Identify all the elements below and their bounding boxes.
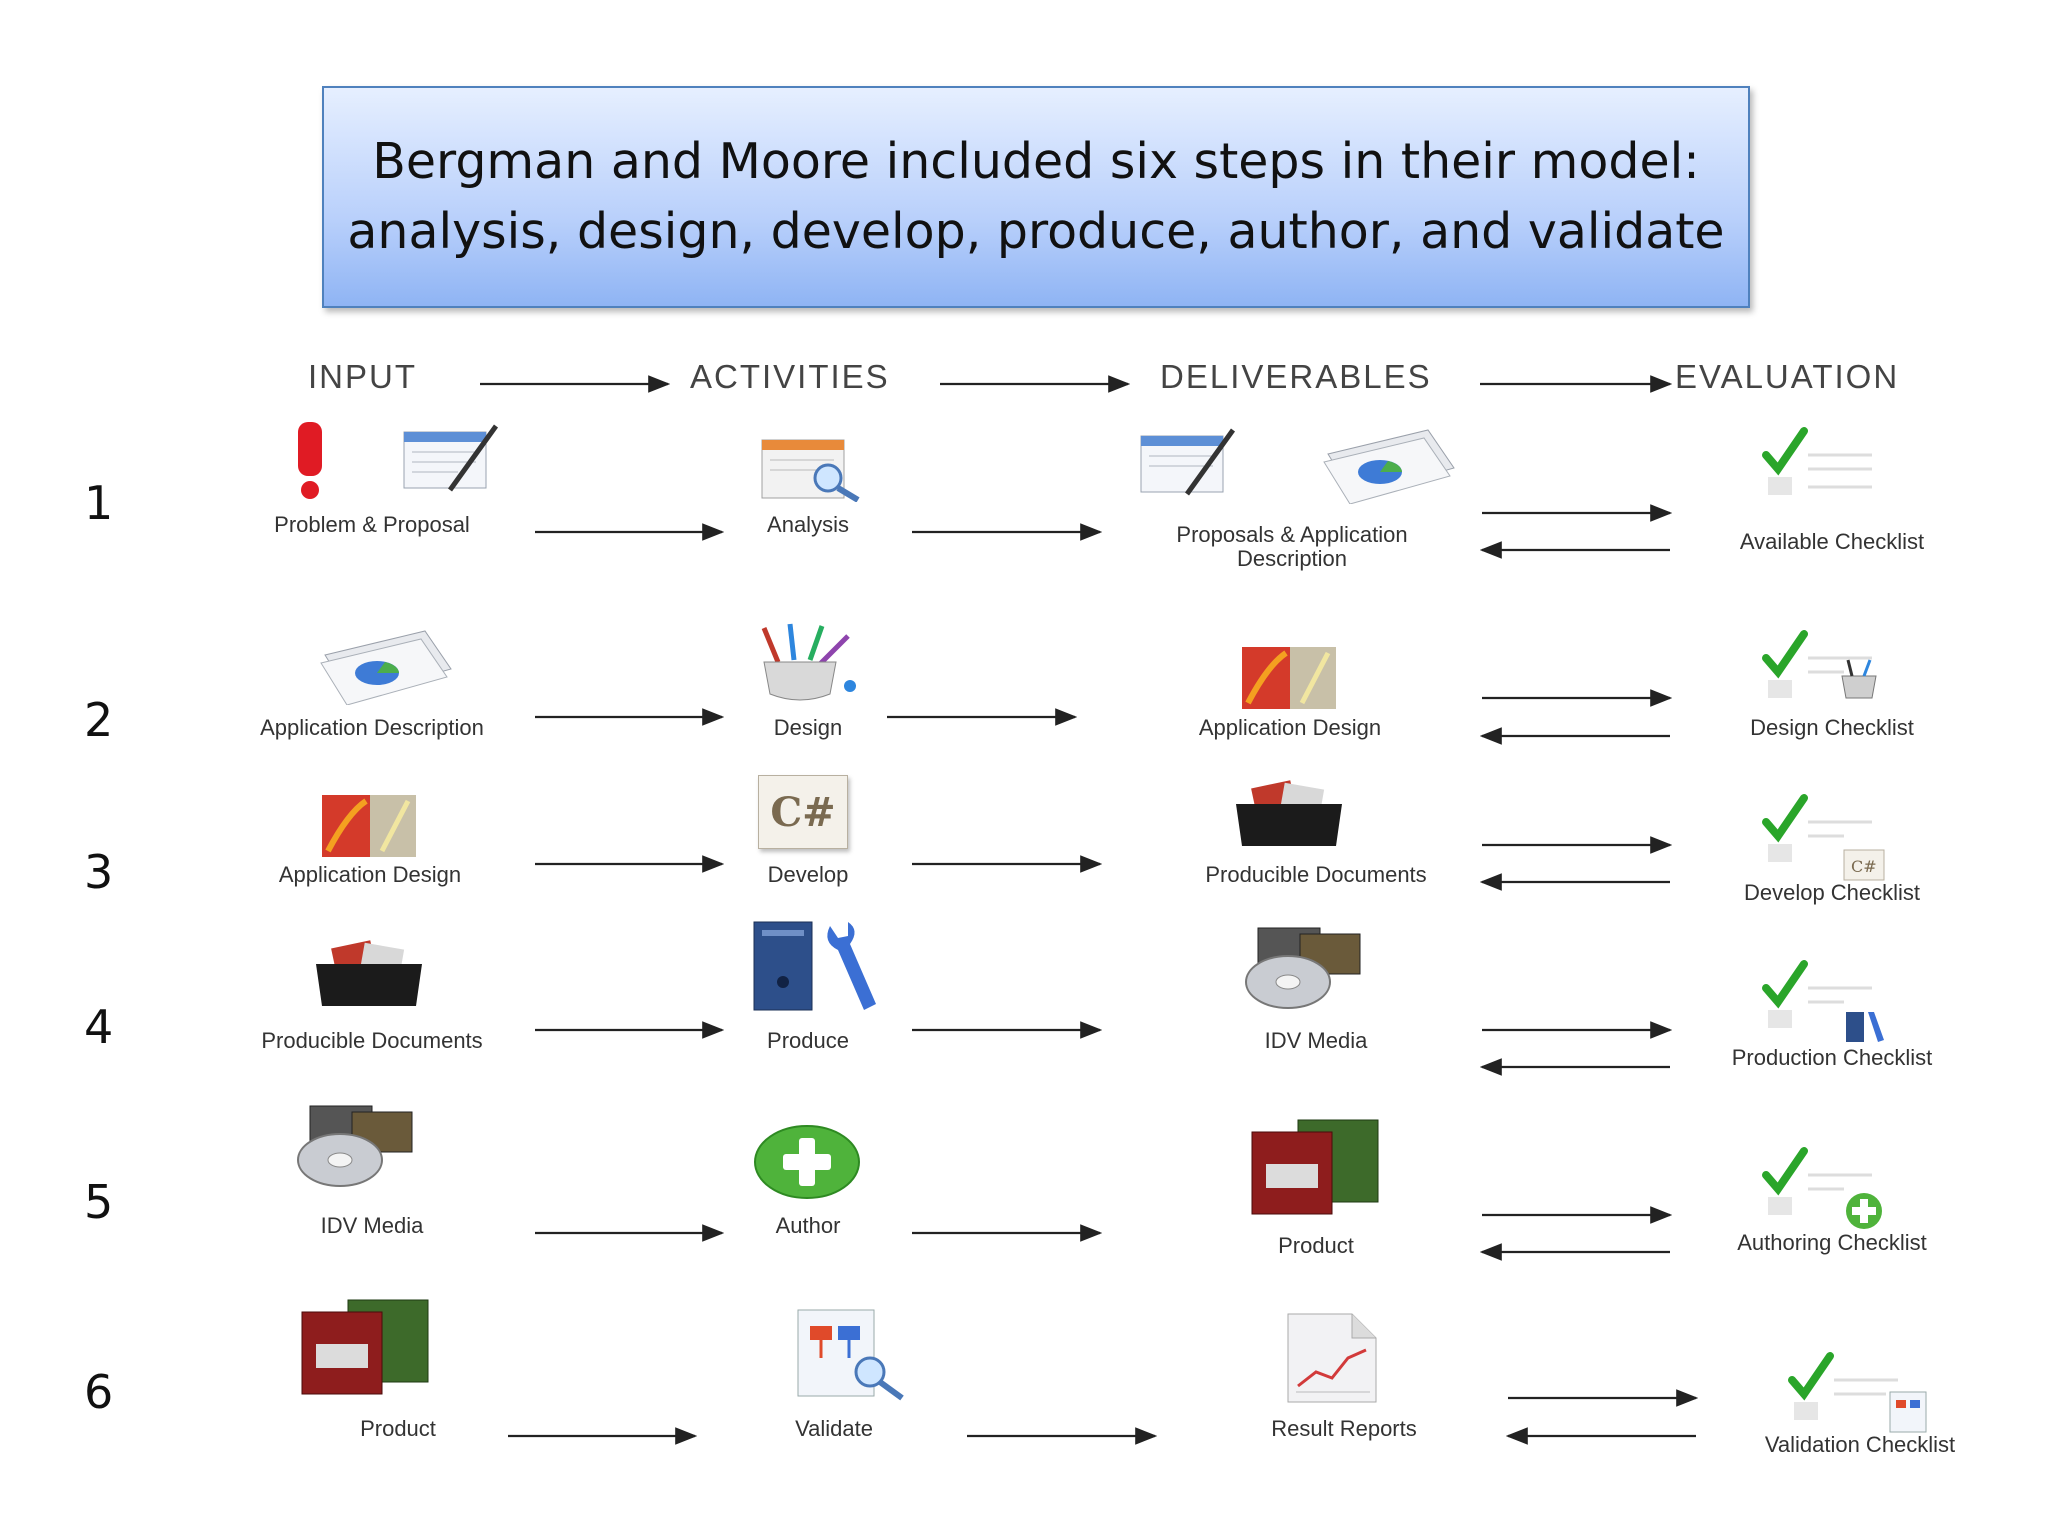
row6-evaluation-label: Validation Checklist	[1764, 1432, 1956, 1457]
row2-evaluation-label: Design Checklist	[1750, 715, 1914, 740]
row-number-5: 5	[84, 1175, 114, 1229]
validation-checklist-icon	[1788, 1352, 1927, 1433]
row5-input-label: IDV Media	[320, 1213, 424, 1238]
title-box: Bergman and Moore included six steps in …	[322, 86, 1750, 308]
row6-deliverable-label: Result Reports	[1271, 1416, 1417, 1441]
alert-icon	[298, 422, 322, 499]
paint-brushes-icon	[761, 623, 856, 701]
svg-text:C#: C#	[1851, 857, 1877, 876]
column-header-activities: ACTIVITIES	[690, 358, 890, 395]
row3-input-label: Application Design	[278, 862, 462, 887]
row4-activity-label: Produce	[767, 1028, 849, 1053]
row5-activity-label: Author	[775, 1213, 841, 1238]
row4-deliverable-label: IDV Media	[1264, 1028, 1368, 1053]
application-design-icon	[322, 795, 416, 857]
row1-input-label: Problem & Proposal	[274, 512, 470, 537]
document-edit-icon	[1140, 428, 1236, 496]
application-design-icon	[1242, 647, 1336, 709]
media-disc-icon	[1245, 927, 1361, 1009]
row1-deliverable-label-line1: Proposals & Application	[1176, 522, 1408, 547]
row3-activity-label: Develop	[767, 862, 849, 887]
row-number-6: 6	[84, 1365, 114, 1419]
product-box-icon	[1251, 1119, 1379, 1215]
validate-icon	[797, 1309, 904, 1401]
column-header-input: INPUT	[308, 358, 417, 395]
column-header-evaluation: EVALUATION	[1675, 358, 1900, 395]
row-number-3: 3	[84, 845, 114, 899]
row1-activity-label: Analysis	[767, 512, 849, 537]
row2-input-label: Application Description	[260, 715, 484, 740]
product-box-icon	[301, 1299, 429, 1395]
row2-activity-label: Design	[773, 715, 843, 740]
row3-deliverable-label: Producible Documents	[1205, 862, 1427, 887]
production-checklist-icon	[1762, 960, 1884, 1042]
design-checklist-icon	[1762, 630, 1877, 699]
row-number-1: 1	[84, 476, 114, 530]
checklist-icon	[1762, 427, 1872, 495]
csharp-file-icon: C#	[758, 775, 848, 849]
row3-evaluation-label: Develop Checklist	[1743, 880, 1921, 905]
row4-input-label: Producible Documents	[261, 1028, 483, 1053]
develop-checklist-icon: C#	[1762, 794, 1885, 881]
document-edit-icon	[403, 424, 499, 492]
add-plus-icon	[754, 1125, 860, 1199]
row4-evaluation-label: Production Checklist	[1731, 1045, 1933, 1070]
report-pie-icon	[1323, 429, 1455, 504]
row1-evaluation-label: Available Checklist	[1739, 529, 1925, 554]
media-disc-icon	[297, 1105, 413, 1187]
column-header-deliverables: DELIVERABLES	[1160, 358, 1432, 395]
row2-deliverable-label: Application Design	[1198, 715, 1382, 740]
title-line-2: analysis, design, develop, produce, auth…	[347, 203, 1725, 260]
row5-deliverable-label: Product	[1278, 1233, 1354, 1258]
row5-evaluation-label: Authoring Checklist	[1737, 1230, 1927, 1255]
server-wrench-icon	[753, 921, 876, 1011]
folder-documents-icon	[316, 940, 422, 1006]
report-pie-icon	[320, 630, 452, 705]
authoring-checklist-icon	[1762, 1147, 1882, 1229]
row1-deliverable-label-line2: Description	[1236, 546, 1348, 571]
row-number-2: 2	[84, 693, 114, 747]
analysis-icon	[761, 439, 860, 502]
row-number-4: 4	[84, 1000, 114, 1054]
row6-input-label: Product	[360, 1416, 436, 1441]
title-line-1: Bergman and Moore included six steps in …	[372, 133, 1700, 190]
row6-activity-label: Validate	[795, 1416, 873, 1441]
folder-documents-icon	[1236, 780, 1342, 846]
result-report-icon	[1287, 1313, 1377, 1403]
